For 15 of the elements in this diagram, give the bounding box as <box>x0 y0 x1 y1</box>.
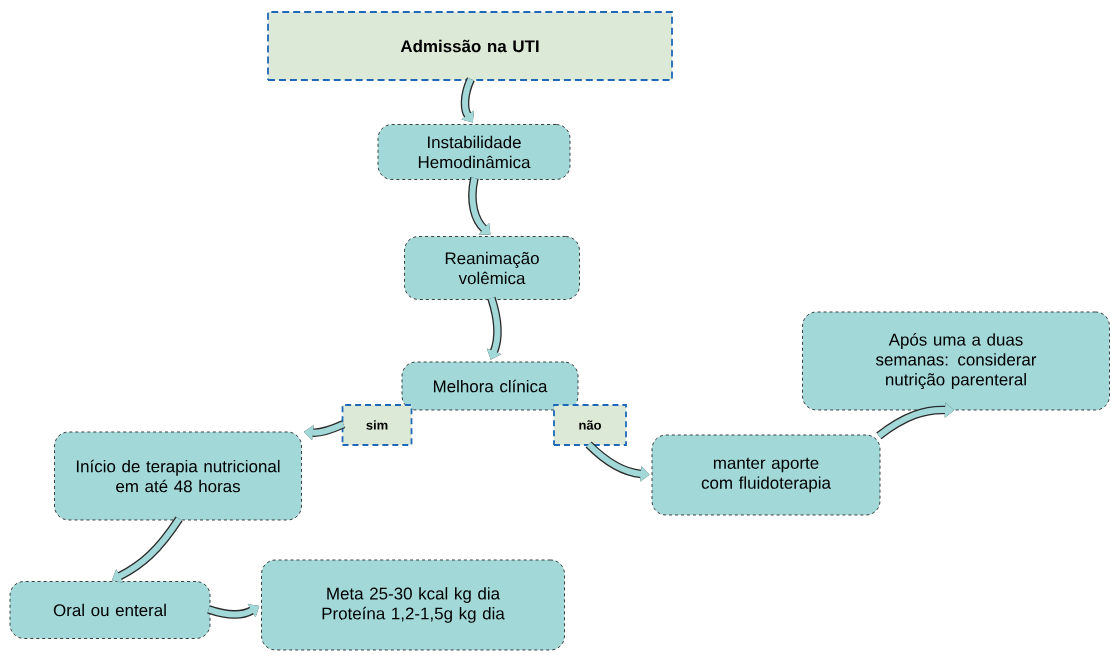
process-box: Melhora clínica <box>401 361 579 411</box>
process-box: Após uma a duas semanas: considerar nutrição parenteral <box>802 311 1110 411</box>
block-arrow <box>460 77 475 123</box>
process-box: Reanimação volêmica <box>404 236 580 300</box>
block-arrow <box>876 402 954 440</box>
branch-label-box: sim <box>341 404 413 446</box>
block-arrow <box>304 420 346 441</box>
process-box: Instabilidade Hemodinâmica <box>377 124 571 180</box>
start-box: Admissão na UTI <box>267 11 673 81</box>
block-arrow <box>468 177 491 235</box>
process-box: manter aporte com fluidoterapia <box>651 434 881 516</box>
process-box: Início de terapia nutricional em até 48 horas <box>54 431 302 521</box>
process-box: Meta 25-30 kcal kg dia Proteína 1,2-1,5g kg dia <box>261 559 565 651</box>
branch-label-box: não <box>553 404 627 446</box>
process-box: Oral ou enteral <box>9 581 211 639</box>
